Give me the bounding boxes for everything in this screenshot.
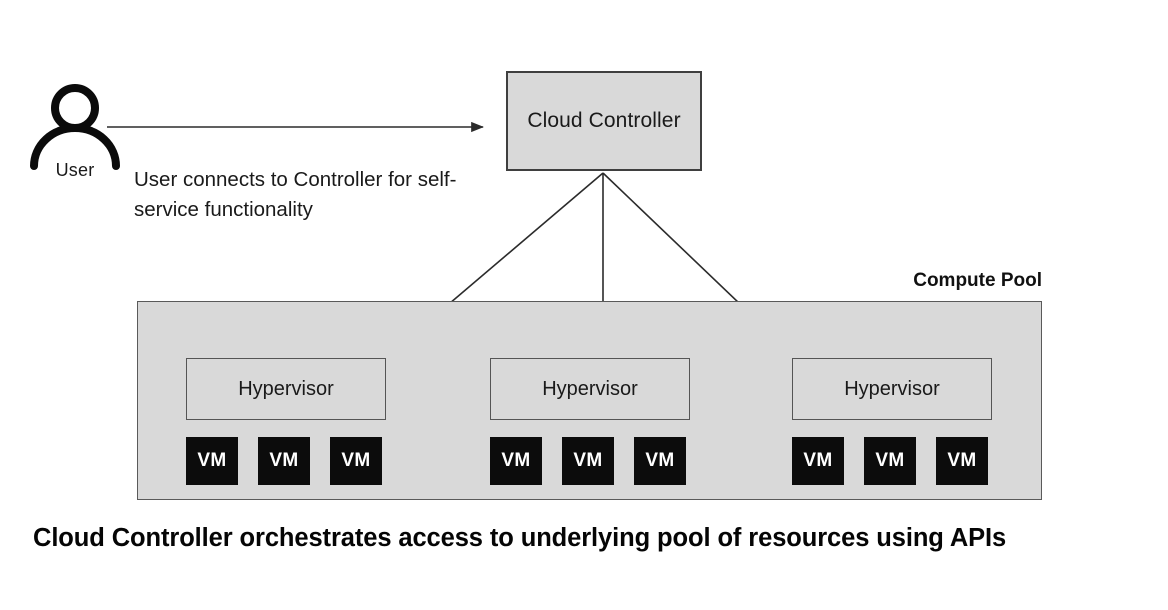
person-icon [30,84,120,170]
vm-label: VM [645,450,675,471]
user-connection-note: User connects to Controller for self-ser… [134,168,457,221]
vm-node[interactable]: VM [186,437,238,485]
vm-node[interactable]: VM [562,437,614,485]
vm-label: VM [501,450,531,471]
vm-label: VM [803,450,833,471]
hypervisor-label-3: Hypervisor [844,377,940,400]
vm-label: VM [197,450,227,471]
user-label: User [55,160,95,180]
hypervisor-label-1: Hypervisor [238,377,334,400]
compute-pool-label: Compute Pool [913,270,1042,291]
hypervisor-node-1[interactable]: Hypervisor [186,358,386,420]
hypervisor-node-2[interactable]: Hypervisor [490,358,690,420]
diagram-caption: Cloud Controller orchestrates access to … [33,524,1007,552]
hypervisor-node-3[interactable]: Hypervisor [792,358,992,420]
vm-node[interactable]: VM [634,437,686,485]
vm-label: VM [341,450,371,471]
cloud-controller-label: Cloud Controller [527,109,681,132]
vm-node[interactable]: VM [936,437,988,485]
vm-label: VM [573,450,603,471]
vm-node[interactable]: VM [258,437,310,485]
vm-label: VM [875,450,905,471]
vm-node[interactable]: VM [490,437,542,485]
cloud-controller-node[interactable]: Cloud Controller [506,71,702,171]
vm-label: VM [269,450,299,471]
vm-node[interactable]: VM [330,437,382,485]
vm-node[interactable]: VM [792,437,844,485]
vm-label: VM [947,450,977,471]
vm-node[interactable]: VM [864,437,916,485]
hypervisor-label-2: Hypervisor [542,377,638,400]
